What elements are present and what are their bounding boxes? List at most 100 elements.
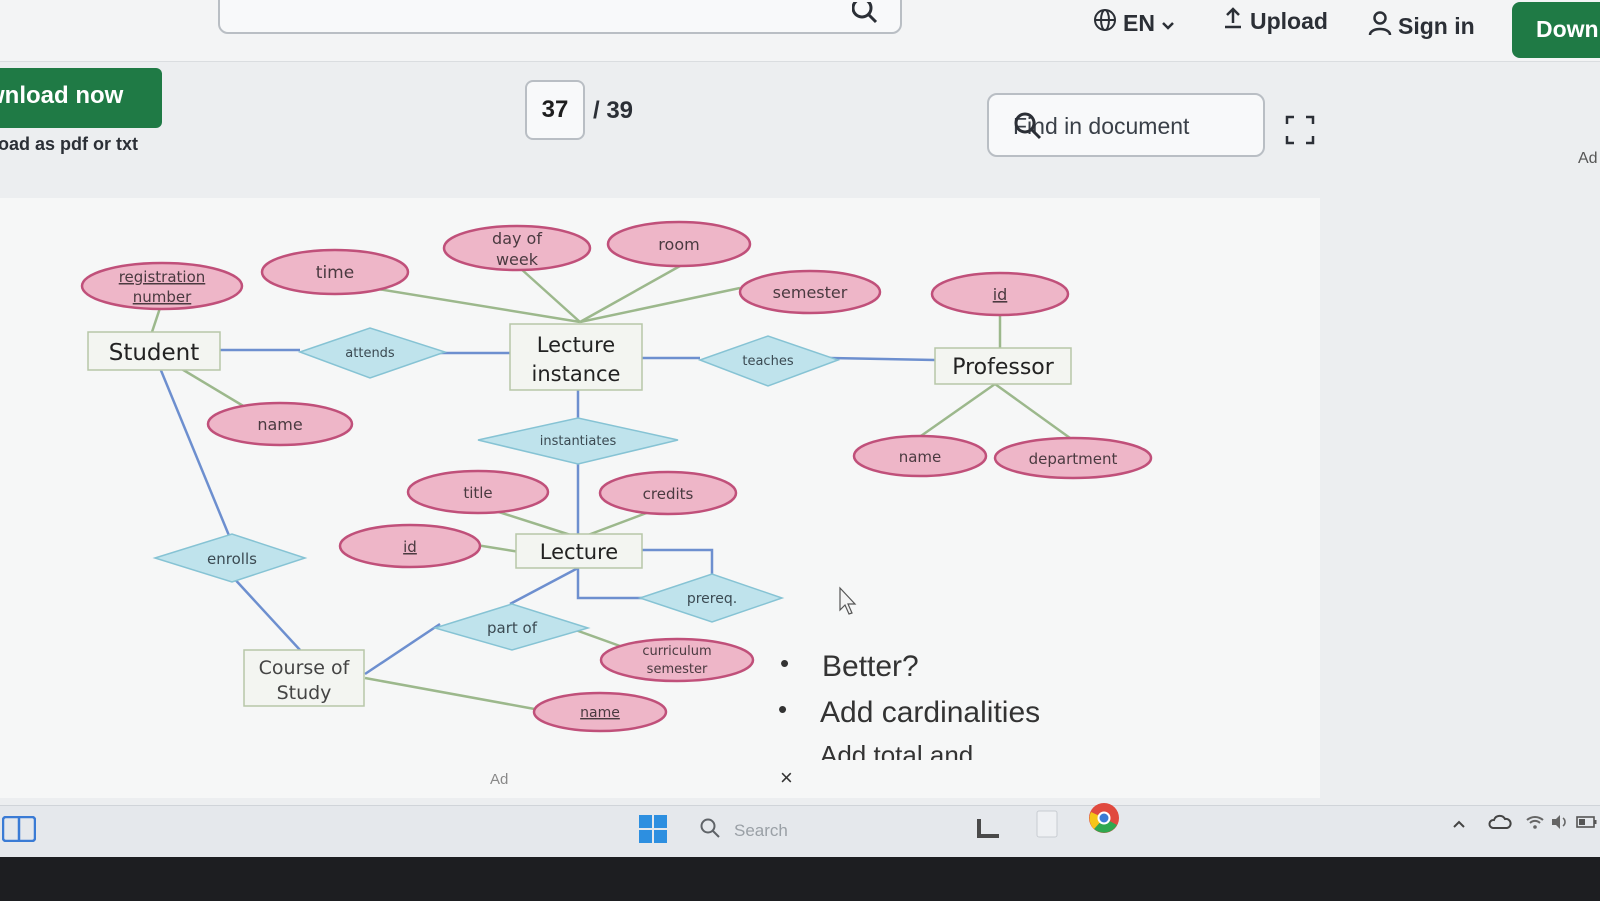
- file-explorer-icon[interactable]: [976, 816, 1002, 845]
- top-bar: EN Upload Sign in Downl: [0, 0, 1600, 62]
- attribute-label: title: [463, 484, 492, 502]
- language-selector[interactable]: EN: [1093, 8, 1175, 38]
- site-search-input[interactable]: [218, 0, 902, 34]
- connector: [829, 356, 936, 362]
- chrome-icon[interactable]: [1086, 800, 1122, 841]
- cursor-icon: [839, 586, 857, 615]
- document-icon[interactable]: [1036, 810, 1058, 843]
- relationship-label: part of: [487, 619, 538, 637]
- relationship-teaches: [697, 335, 841, 387]
- find-in-document-input[interactable]: Find in document: [987, 93, 1265, 157]
- page-number-input[interactable]: 37: [525, 80, 585, 140]
- entity-label: Student: [109, 340, 200, 366]
- relationship-label: teaches: [742, 354, 793, 369]
- entity-label: Professor: [952, 355, 1055, 380]
- attribute-day-of-week: [442, 224, 592, 272]
- attribute-registration-number: [80, 261, 244, 311]
- attribute-label: name: [580, 705, 620, 721]
- connector: [642, 548, 714, 578]
- connector: [158, 367, 232, 539]
- relationship-label: instantiates: [540, 434, 617, 449]
- attribute-title: [406, 469, 550, 515]
- attribute-label: id: [403, 538, 417, 556]
- er-diagram: Student Lecture instance Professor Lectu…: [80, 220, 1153, 733]
- search-icon[interactable]: [1013, 111, 1247, 147]
- entity-professor: [934, 347, 1072, 385]
- note-item: Add cardinalities: [778, 694, 1040, 730]
- connector: [364, 622, 441, 676]
- entity-label: Course of: [259, 657, 351, 679]
- upload-button[interactable]: Upload: [1222, 6, 1328, 36]
- start-windows-icon[interactable]: [638, 814, 668, 849]
- connector: [150, 307, 162, 333]
- connector: [994, 382, 1071, 440]
- attribute-curriculum-semester: [599, 637, 755, 683]
- fullscreen-icon[interactable]: [1285, 115, 1315, 150]
- entity-label: instance: [532, 362, 621, 386]
- attribute-lecture-id: [338, 523, 482, 569]
- relationship-label: attends: [345, 346, 395, 361]
- entity-student: [87, 331, 221, 371]
- chevron-up-icon[interactable]: [1452, 816, 1466, 834]
- attribute-label: semester: [647, 662, 708, 677]
- close-ad-button[interactable]: ×: [780, 765, 793, 790]
- language-label: EN: [1123, 9, 1155, 36]
- entity-lecture-instance: [509, 323, 643, 391]
- attribute-label: name: [257, 415, 302, 434]
- relationship-instantiates: [477, 417, 679, 465]
- taskbar-search[interactable]: Search: [700, 818, 788, 843]
- attribute-department: [993, 436, 1153, 480]
- cloud-icon[interactable]: [1488, 814, 1512, 835]
- entity-label: Lecture: [537, 333, 615, 357]
- attribute-student-name: [206, 401, 354, 447]
- upload-icon: [1222, 6, 1244, 36]
- entity-label: Lecture: [540, 540, 618, 564]
- ad-label: Ad: [1578, 150, 1598, 167]
- connector: [579, 286, 741, 324]
- note-item: Add total and: [820, 740, 973, 760]
- relationship-label: enrolls: [207, 550, 257, 568]
- sign-in-button[interactable]: Sign in: [1368, 10, 1475, 42]
- download-now-button[interactable]: wnload now: [0, 68, 162, 128]
- relationship-attends: [297, 327, 448, 379]
- entity-label: Study: [277, 682, 332, 704]
- relationship-prereq: [637, 573, 785, 623]
- monitor-bezel: [0, 857, 1600, 901]
- attribute-label: credits: [643, 485, 694, 503]
- sign-in-label: Sign in: [1398, 12, 1475, 39]
- connector: [579, 264, 681, 324]
- relationship-part-of: [432, 603, 591, 651]
- attribute-label: department: [1029, 450, 1118, 468]
- taskbar-search-placeholder: Search: [734, 820, 788, 840]
- search-icon[interactable]: [851, 0, 880, 31]
- attribute-label: registration: [119, 268, 206, 286]
- connector: [364, 676, 541, 712]
- chevron-down-icon: [1161, 10, 1175, 37]
- relationship-label: prereq.: [687, 591, 737, 607]
- attribute-label: room: [658, 235, 699, 254]
- find-placeholder: Find in document: [1013, 113, 1190, 139]
- attribute-room: [606, 220, 752, 268]
- entity-lecture: [515, 533, 643, 569]
- connector: [917, 382, 996, 440]
- attribute-label: name: [899, 448, 942, 466]
- ad-label: Ad: [490, 771, 509, 788]
- note-item: Better?: [780, 648, 919, 684]
- os-taskbar: Search: [0, 803, 1600, 857]
- attribute-semester: [738, 269, 882, 315]
- download-button-top[interactable]: Downl: [1512, 2, 1600, 58]
- attribute-label: semester: [773, 283, 848, 302]
- connector: [519, 267, 581, 323]
- search-icon: [700, 818, 720, 843]
- volume-icon[interactable]: [1550, 814, 1570, 835]
- attribute-professor-name: [852, 434, 988, 478]
- attribute-label: time: [316, 263, 354, 283]
- attribute-professor-id: [930, 271, 1070, 317]
- wifi-icon[interactable]: [1525, 814, 1545, 835]
- document-page: Student Lecture instance Professor Lectu…: [0, 198, 1320, 798]
- attribute-course-name: [532, 691, 668, 733]
- attribute-label: number: [133, 288, 192, 306]
- user-icon: [1368, 10, 1392, 42]
- attribute-label: week: [496, 250, 539, 269]
- widgets-icon[interactable]: [1, 815, 37, 847]
